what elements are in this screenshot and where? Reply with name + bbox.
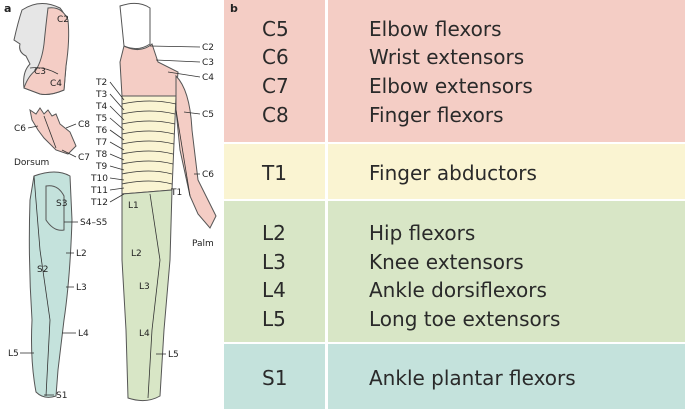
panel-b-letter: b <box>230 2 238 15</box>
hand-label-c8: C8 <box>78 120 90 130</box>
leg-label-l5: L5 <box>8 349 19 359</box>
leg-label-l2: L2 <box>76 249 87 259</box>
muscle-group: Long toe extensors <box>369 307 561 331</box>
trunk-label-t2: T2 <box>95 78 107 88</box>
body-label-l1: L1 <box>128 201 139 211</box>
trunk-labels: T2 T3 T4 T5 T6 T7 T8 T9 T10 T11 T12 <box>90 78 125 208</box>
group-cervical <box>224 0 685 143</box>
hand-label-c7: C7 <box>78 153 90 163</box>
table-row: L5 Long toe extensors <box>224 305 685 333</box>
trunk-label-t8: T8 <box>95 150 107 160</box>
head-figure <box>13 3 70 95</box>
trunk-label-t7: T7 <box>95 138 107 148</box>
root-level: L3 <box>262 250 286 274</box>
muscle-group: Ankle plantar flexors <box>369 366 576 390</box>
leg-label-l4: L4 <box>78 329 89 339</box>
row-separator <box>224 142 685 144</box>
root-level: C8 <box>262 103 289 127</box>
neck-label-c3: C3 <box>202 58 214 68</box>
panel-a-illustration: C2 C3 C4 C6 C8 C7 Dorsum S3 S4–S5 L2 S2 … <box>8 2 217 402</box>
body-figure <box>119 2 217 402</box>
trunk-label-t10: T10 <box>90 174 108 184</box>
hand-caption-dorsum: Dorsum <box>14 158 49 168</box>
muscle-group: Elbow flexors <box>369 17 502 41</box>
trunk-label-t12: T12 <box>90 198 108 208</box>
body-label-l5: L5 <box>168 350 179 360</box>
root-level: C7 <box>262 74 289 98</box>
row-separator <box>224 342 685 344</box>
table-row: L4 Ankle dorsiflexors <box>224 276 685 304</box>
table-row: C5 Elbow flexors <box>224 15 685 43</box>
muscle-group: Wrist extensors <box>369 45 525 69</box>
group-sacral <box>224 343 685 409</box>
root-level: L4 <box>262 278 286 302</box>
hand-dorsum-figure <box>29 107 77 155</box>
group-lumbar <box>224 200 685 343</box>
leg-label-s2: S2 <box>37 265 48 275</box>
leg-label-s3: S3 <box>56 199 67 209</box>
root-level: S1 <box>262 366 288 390</box>
leg-figure <box>28 171 73 398</box>
muscle-group: Finger abductors <box>369 161 537 185</box>
leg-label-l3: L3 <box>76 283 87 293</box>
group-thoracic <box>224 143 685 200</box>
table-row: L2 Hip flexors <box>224 219 685 247</box>
table-row: S1 Ankle plantar flexors <box>224 364 685 392</box>
row-separator <box>224 199 685 201</box>
arm-label-c6: C6 <box>202 170 214 180</box>
trunk-label-t3: T3 <box>95 90 107 100</box>
muscle-group: Elbow extensors <box>369 74 533 98</box>
head-label-c3: C3 <box>34 67 46 77</box>
root-level: L5 <box>262 307 286 331</box>
trunk-label-t5: T5 <box>95 114 107 124</box>
trunk-label-t4: T4 <box>95 102 107 112</box>
trunk-label-t11: T11 <box>90 186 108 196</box>
trunk-label-t6: T6 <box>95 126 107 136</box>
head-label-c2: C2 <box>57 15 69 25</box>
table-row: C6 Wrist extensors <box>224 43 685 71</box>
table-row: C7 Elbow extensors <box>224 72 685 100</box>
root-level: C6 <box>262 45 289 69</box>
palm-caption: Palm <box>192 239 214 249</box>
muscle-group: Finger flexors <box>369 103 504 127</box>
column-separator <box>325 0 328 409</box>
panel-a-letter: a <box>4 2 12 15</box>
muscle-group: Ankle dorsiflexors <box>369 278 547 302</box>
body-label-l2: L2 <box>131 249 142 259</box>
muscle-group: Hip flexors <box>369 221 476 245</box>
neck-label-c4: C4 <box>202 73 214 83</box>
table-row: T1 Finger abductors <box>224 159 685 187</box>
table-row: L3 Knee extensors <box>224 248 685 276</box>
neck-label-c2: C2 <box>202 43 214 53</box>
head-label-c4: C4 <box>50 79 62 89</box>
body-label-l4: L4 <box>139 329 150 339</box>
table-row: C8 Finger flexors <box>224 101 685 129</box>
arm-label-c5: C5 <box>202 110 214 120</box>
root-level: T1 <box>262 161 287 185</box>
muscle-group: Knee extensors <box>369 250 524 274</box>
root-level: L2 <box>262 221 286 245</box>
leg-label-s1: S1 <box>56 391 67 401</box>
body-label-l3: L3 <box>139 282 150 292</box>
arm-label-t1: T1 <box>170 188 182 198</box>
hand-label-c6: C6 <box>14 124 26 134</box>
leg-label-s4-s5: S4–S5 <box>80 218 107 228</box>
root-level: C5 <box>262 17 289 41</box>
trunk-label-t9: T9 <box>95 162 107 172</box>
